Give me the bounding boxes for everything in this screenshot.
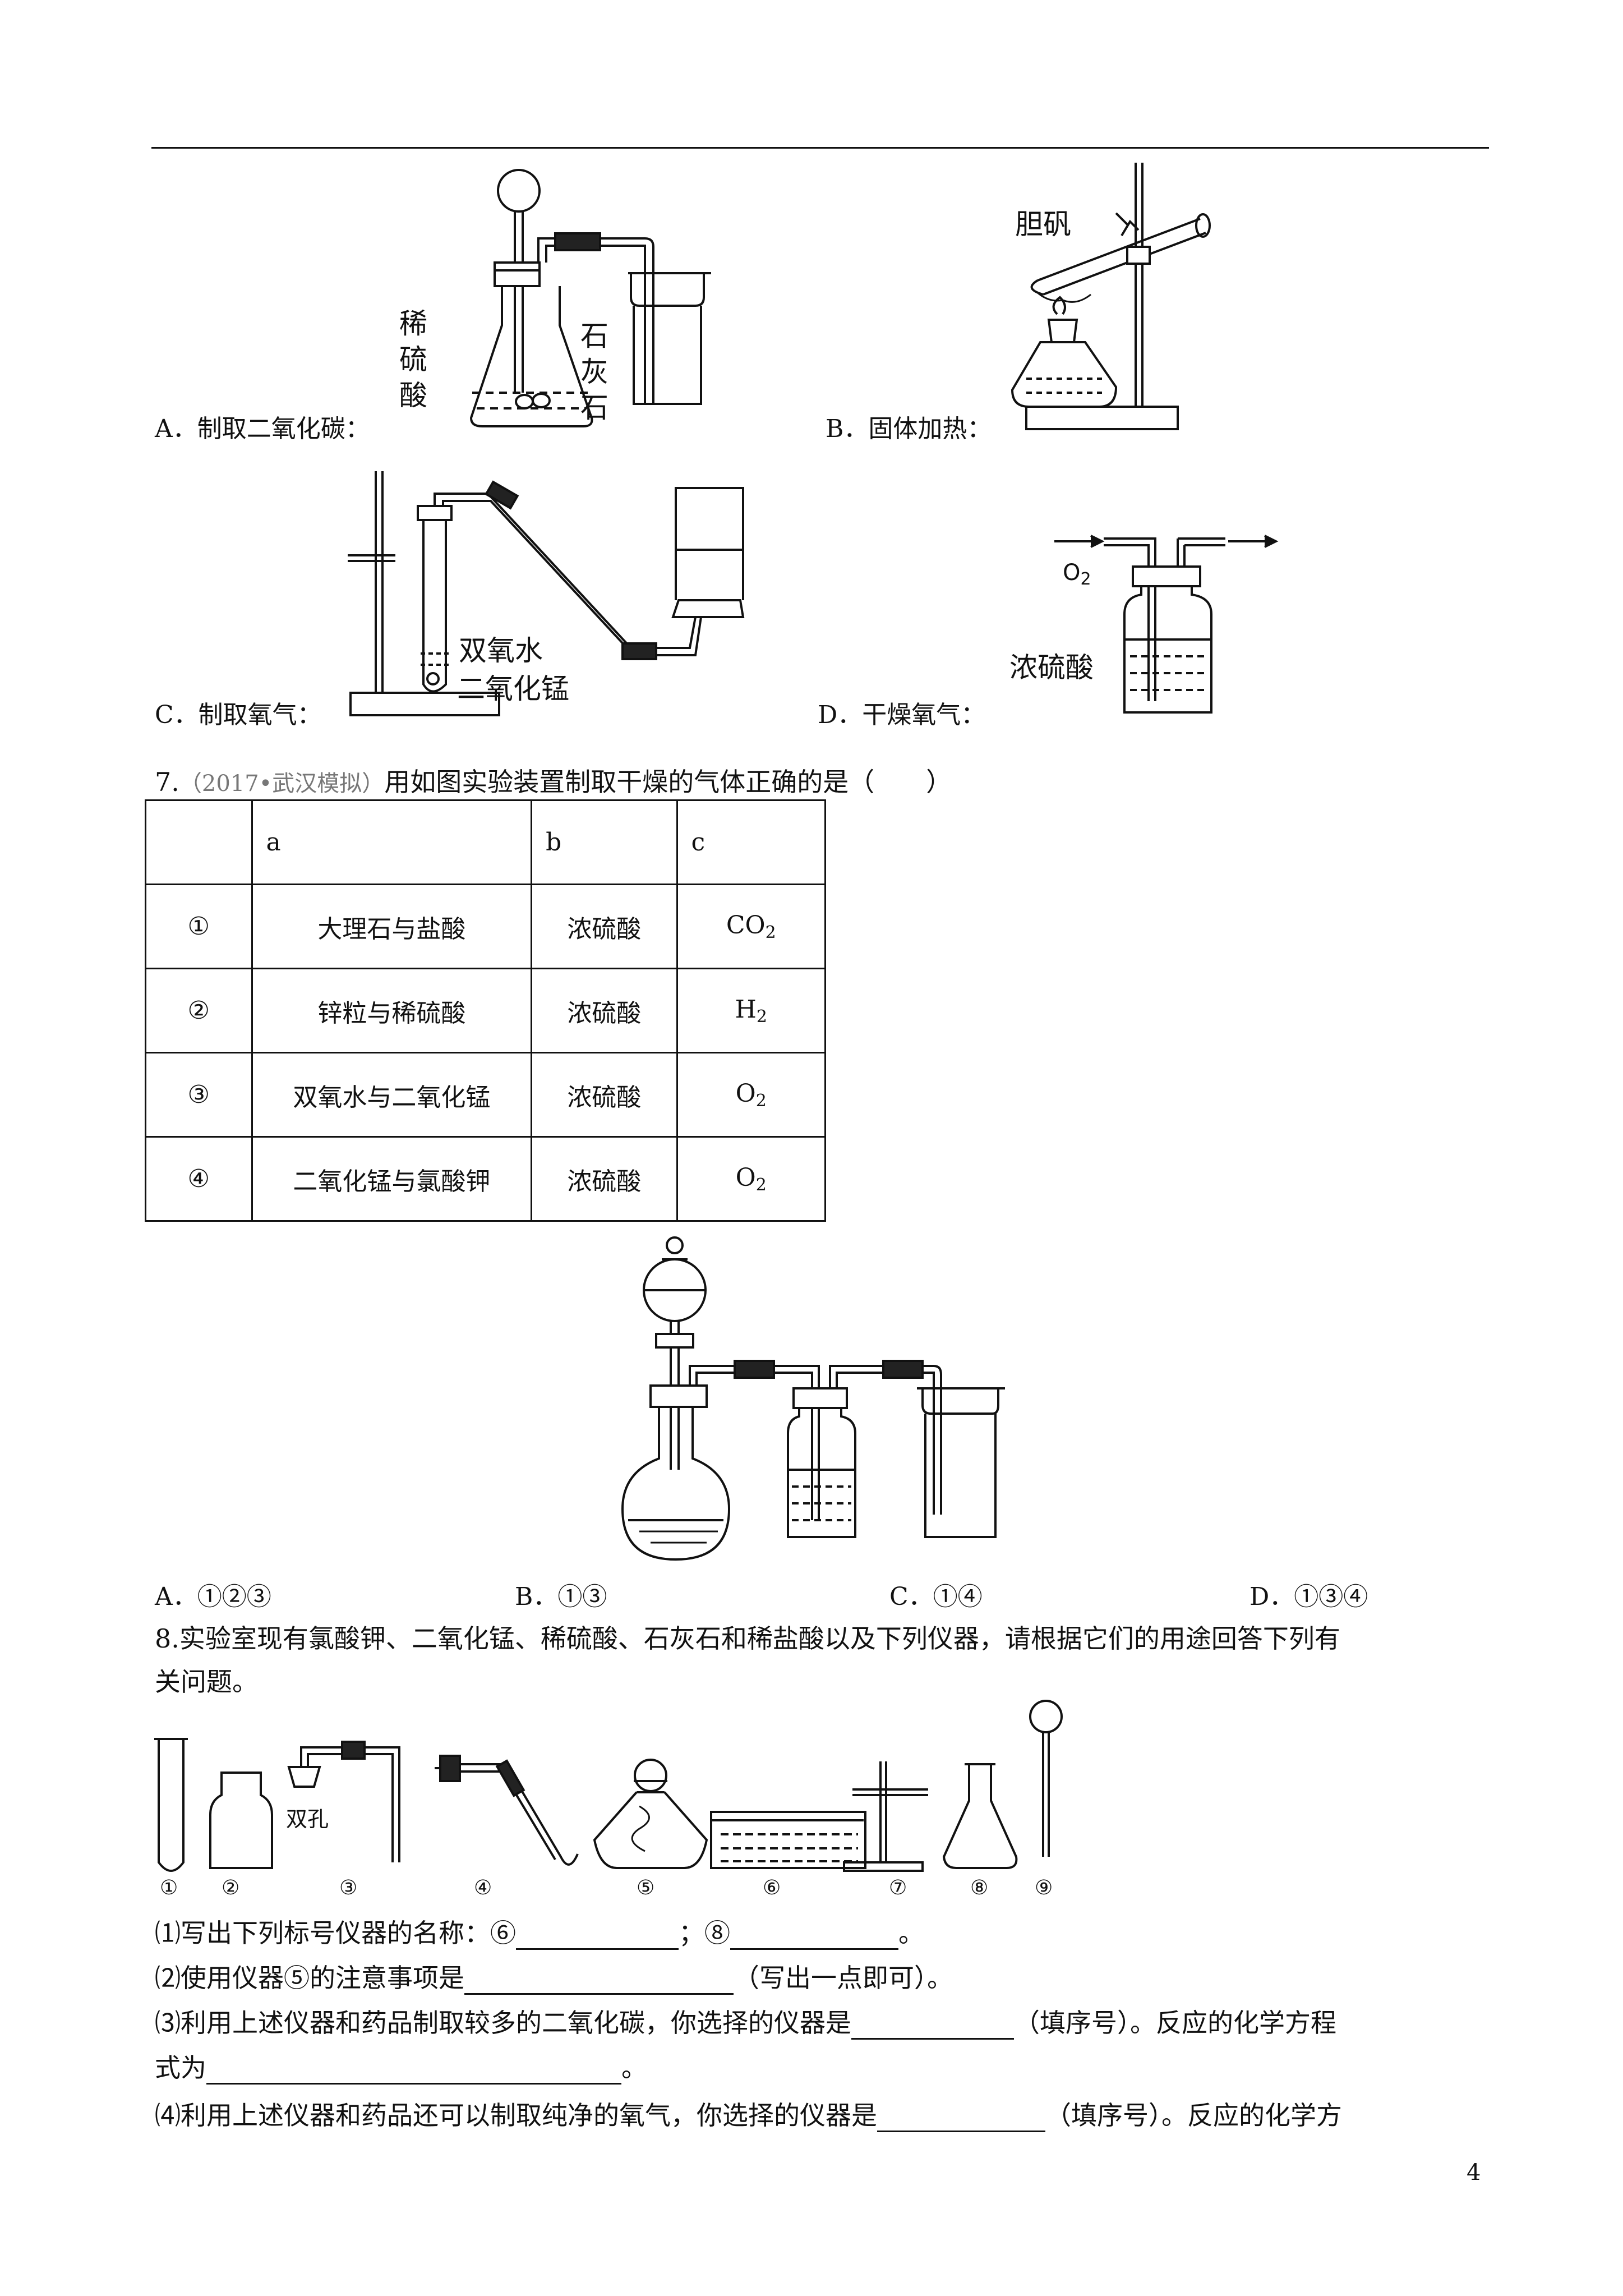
option-text: 干燥氧气： xyxy=(862,701,986,729)
table-row: ② 锌粒与稀硫酸 浓硫酸 H2 xyxy=(145,968,826,1053)
label-two-hole-stopper: 双孔 xyxy=(286,1807,329,1832)
option-text: 制取氧气： xyxy=(198,701,322,729)
q7-choice-d: D．①③④ xyxy=(1249,1582,1368,1611)
option-letter: D． xyxy=(818,701,863,729)
reagents-cell: 双氧水与二氧化锰 xyxy=(251,1052,533,1138)
header-cell xyxy=(145,799,253,885)
q7-question: 用如图实验装置制取干燥的气体正确的是（ ） xyxy=(384,767,952,797)
option-text: 固体加热： xyxy=(868,415,992,443)
answer-blank[interactable] xyxy=(464,1967,734,1995)
q8-sub4: ⑷利用上述仪器和药品还可以制取纯净的氧气，你选择的仪器是（填序号）。反应的化学方 xyxy=(155,2095,1342,2132)
apparatus-number: ⑦ xyxy=(889,1876,907,1899)
answer-blank[interactable] xyxy=(730,1922,898,1950)
row-number: ④ xyxy=(145,1136,253,1222)
q8-sub3-line1: ⑶利用上述仪器和药品制取较多的二氧化碳，你选择的仪器是（填序号）。反应的化学方程 xyxy=(155,2003,1336,2040)
option-letter: A． xyxy=(155,415,197,443)
label-blue-vitriol: 胆矾 xyxy=(1015,208,1071,241)
q8-sub1: ⑴写出下列标号仪器的名称：⑥；⑧。 xyxy=(155,1913,924,1950)
reagents-cell: 二氧化锰与氯酸钾 xyxy=(251,1136,533,1222)
page-number: 4 xyxy=(1467,2160,1481,2185)
q8-stem-line1: 8.实验室现有氯酸钾、二氧化锰、稀硫酸、石灰石和稀盐酸以及下列仪器，请根据它们的… xyxy=(155,1623,1340,1654)
q7-stem: 7.（2017•武汉模拟）用如图实验装置制取干燥的气体正确的是（ ） xyxy=(155,762,952,799)
apparatus-number: ② xyxy=(222,1876,240,1899)
table-row: ③ 双氧水与二氧化锰 浓硫酸 O2 xyxy=(145,1052,826,1138)
label-hydrogen-peroxide: 双氧水 xyxy=(459,634,543,667)
q7-source: （2017•武汉模拟） xyxy=(179,771,385,797)
header-cell: b xyxy=(531,799,678,885)
q6-option-d: D．干燥氧气： xyxy=(818,694,985,730)
label-manganese-dioxide: 二氧化锰 xyxy=(457,673,569,705)
label-conc-sulfuric-acid: 浓硫酸 xyxy=(1009,651,1094,684)
apparatus-number: ④ xyxy=(474,1876,492,1899)
table-row: ④ 二氧化锰与氯酸钾 浓硫酸 O2 xyxy=(145,1136,826,1222)
q8-stem-line2: 关问题。 xyxy=(155,1667,258,1697)
diagram-a-co2-apparatus xyxy=(469,169,711,427)
gas-cell: H2 xyxy=(676,968,826,1053)
answer-blank[interactable] xyxy=(877,2105,1045,2132)
reagents-cell: 锌粒与稀硫酸 xyxy=(251,968,533,1053)
option-text: 制取二氧化碳： xyxy=(197,415,370,443)
q6-option-b: B．固体加热： xyxy=(826,408,992,444)
q8-sub3-line2: 式为。 xyxy=(155,2047,647,2085)
apparatus-number: ⑤ xyxy=(637,1876,655,1899)
answer-blank[interactable] xyxy=(516,1922,679,1950)
diagram-c-o2-preparation xyxy=(348,471,745,716)
q6-option-a: A．制取二氧化碳： xyxy=(155,408,370,444)
drying-agent-cell: 浓硫酸 xyxy=(531,968,678,1053)
q7-choice-c: C．①④ xyxy=(889,1582,983,1611)
q7-choice-b: B．①③ xyxy=(515,1582,607,1611)
table-row: ① 大理石与盐酸 浓硫酸 CO2 xyxy=(145,884,826,969)
gas-cell: O2 xyxy=(676,1052,826,1138)
drying-agent-cell: 浓硫酸 xyxy=(531,1136,678,1222)
label-dilute-sulfuric-acid: 稀 硫 酸 xyxy=(399,307,427,412)
diagram-d-drying-o2 xyxy=(1054,535,1279,714)
label-limestone: 石 灰 石 xyxy=(580,320,608,424)
header-cell: c xyxy=(676,799,826,885)
gas-cell: O2 xyxy=(676,1136,826,1222)
row-number: ① xyxy=(145,884,253,969)
q7-number: 7. xyxy=(155,767,179,797)
header-rule xyxy=(151,147,1489,149)
gas-cell: CO2 xyxy=(676,884,826,969)
apparatus-number: ⑥ xyxy=(763,1876,781,1899)
apparatus-number: ⑧ xyxy=(970,1876,989,1899)
diagram-b-solid-heating xyxy=(1011,163,1211,430)
q7-apparatus-diagram xyxy=(621,1236,1005,1561)
apparatus-number: ① xyxy=(160,1876,178,1899)
row-number: ② xyxy=(145,968,253,1053)
q8-apparatus-row xyxy=(154,1700,1063,1872)
label-oxygen: O2 xyxy=(1063,560,1091,589)
answer-blank[interactable] xyxy=(206,2057,621,2085)
reagents-cell: 大理石与盐酸 xyxy=(251,884,533,969)
answer-blank[interactable] xyxy=(851,2012,1014,2040)
drying-agent-cell: 浓硫酸 xyxy=(531,884,678,969)
q7-table: a b c ① 大理石与盐酸 浓硫酸 CO2 ② 锌粒与稀硫酸 浓硫酸 H2 ③… xyxy=(145,799,826,1222)
table-header-row: a b c xyxy=(145,799,826,885)
apparatus-number: ③ xyxy=(339,1876,358,1899)
q6-option-c: C．制取氧气： xyxy=(155,694,322,730)
drying-agent-cell: 浓硫酸 xyxy=(531,1052,678,1138)
q7-choice-a: A．①②③ xyxy=(155,1582,271,1611)
row-number: ③ xyxy=(145,1052,253,1138)
q8-sub2: ⑵使用仪器⑤的注意事项是（写出一点即可）。 xyxy=(155,1958,953,1995)
option-letter: C． xyxy=(155,701,199,729)
option-letter: B． xyxy=(826,415,869,443)
apparatus-number: ⑨ xyxy=(1035,1876,1053,1899)
header-cell: a xyxy=(251,799,533,885)
